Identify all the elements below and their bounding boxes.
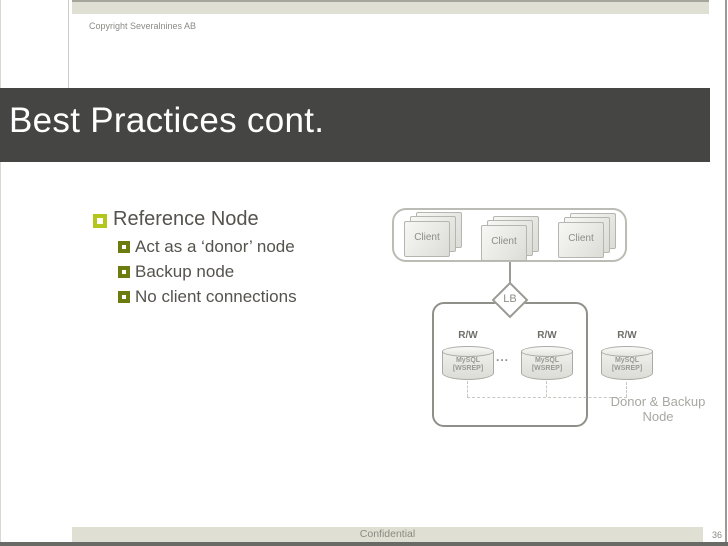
bullet-item-donor: Act as a ‘donor’ node (135, 237, 295, 256)
client-stack: Client (404, 212, 462, 257)
rw-label: R/W (617, 330, 637, 341)
header-bar (72, 0, 709, 14)
client-doc-shape (404, 221, 450, 257)
client-stack: Client (558, 213, 616, 258)
client-doc-shape (558, 222, 604, 258)
dashed-line-vertical (546, 381, 547, 397)
bullet-square-level2 (118, 266, 130, 278)
mysql-node-label: MySQL [WSREP] (601, 357, 653, 373)
client-doc-shape (481, 225, 527, 261)
title-band (0, 88, 710, 162)
page-title: Best Practices cont. (9, 101, 325, 140)
client-label: Client (568, 233, 594, 244)
mysql-node-cylinder: MySQL [WSREP] (521, 346, 573, 380)
client-label: Client (414, 232, 440, 243)
slide-left-border-lower (0, 162, 1, 542)
mysql-node-cylinder: MySQL [WSREP] (442, 346, 494, 380)
mysql-node-cylinder: MySQL [WSREP] (601, 346, 653, 380)
cylinder-top (521, 346, 573, 357)
mysql-label-line2: [WSREP] (531, 365, 563, 372)
cylinder-top (442, 346, 494, 357)
copyright-text: Copyright Severalnines AB (89, 21, 197, 31)
mysql-label-line2: [WSREP] (611, 365, 643, 372)
slide-bottom-strip (0, 542, 728, 546)
dashed-line-vertical (626, 382, 627, 397)
client-stack: Client (481, 216, 539, 261)
mysql-node-label: MySQL [WSREP] (521, 357, 573, 373)
dashed-line-horizontal (467, 397, 627, 398)
header-divider-line (68, 0, 69, 88)
cylinder-body (521, 351, 573, 380)
slide-right-border (725, 0, 727, 546)
bullet-square-level1 (93, 214, 107, 228)
ellipsis-more-nodes: ... (496, 350, 510, 364)
slide-left-border (0, 0, 1, 88)
bullet-square-level2 (118, 241, 130, 253)
mysql-label-line1: MySQL (534, 357, 560, 364)
rw-label: R/W (537, 330, 557, 341)
donor-label-line1: Donor & Backup (610, 394, 706, 409)
cylinder-top (601, 346, 653, 357)
donor-backup-label: Donor & Backup Node (594, 394, 722, 424)
bullet-item-backup: Backup node (135, 262, 235, 281)
connector-line (509, 262, 511, 288)
client-label: Client (491, 236, 517, 247)
dashed-line-vertical (467, 381, 468, 397)
mysql-node-label: MySQL [WSREP] (442, 357, 494, 373)
donor-label-line2: Node (642, 409, 674, 424)
rw-label: R/W (458, 330, 478, 341)
bullet-item-reference-node: Reference Node (113, 208, 259, 230)
bullet-square-level2 (118, 291, 130, 303)
mysql-label-line1: MySQL (455, 357, 481, 364)
bullet-item-no-client: No client connections (135, 287, 297, 306)
footer-bar: Confidential (72, 527, 703, 542)
mysql-label-line2: [WSREP] (452, 365, 484, 372)
page-number: 36 (711, 530, 722, 540)
mysql-label-line1: MySQL (614, 357, 640, 364)
load-balancer-label: LB (503, 293, 517, 305)
